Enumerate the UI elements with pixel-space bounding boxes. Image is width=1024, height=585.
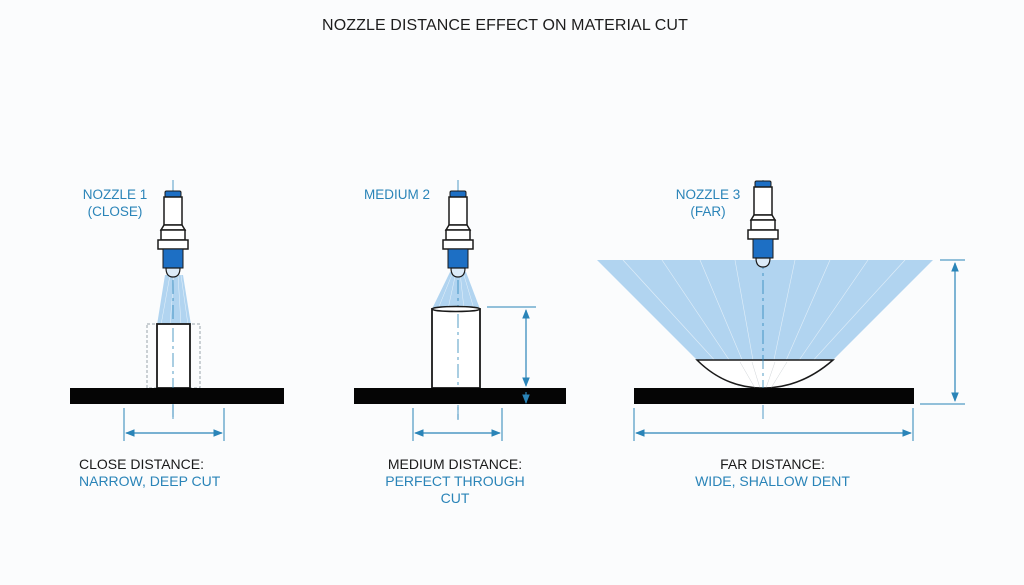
shallow-dent (695, 359, 835, 389)
diagram-title: NOZZLE DISTANCE EFFECT ON MATERIAL CUT (322, 17, 688, 34)
material-bar (70, 388, 284, 404)
spray-cone-medium (432, 272, 480, 309)
nozzle-icon (157, 190, 189, 278)
material-bar (634, 388, 914, 404)
caption-close: CLOSE DISTANCE: NARROW, DEEP CUT (79, 456, 221, 489)
nozzle-1-label: NOZZLE 1 (CLOSE) (82, 187, 148, 219)
panel-close (70, 180, 284, 441)
material-bar (354, 388, 566, 404)
caption-medium: MEDIUM DISTANCE: PERFECT THROUGH CUT (385, 456, 525, 506)
panel-far (597, 180, 965, 441)
nozzle-3-label: NOZZLE 3 (FAR) (675, 187, 741, 219)
cut-channel (431, 308, 481, 389)
nozzle-icon (442, 190, 474, 278)
nozzle-icon (747, 180, 779, 268)
cut-channel (156, 323, 191, 389)
nozzle-2-label: MEDIUM 2 (363, 187, 430, 202)
caption-far: FAR DISTANCE: WIDE, SHALLOW DENT (695, 456, 850, 489)
panel-medium (354, 180, 566, 441)
spray-cone-wide (597, 260, 933, 360)
